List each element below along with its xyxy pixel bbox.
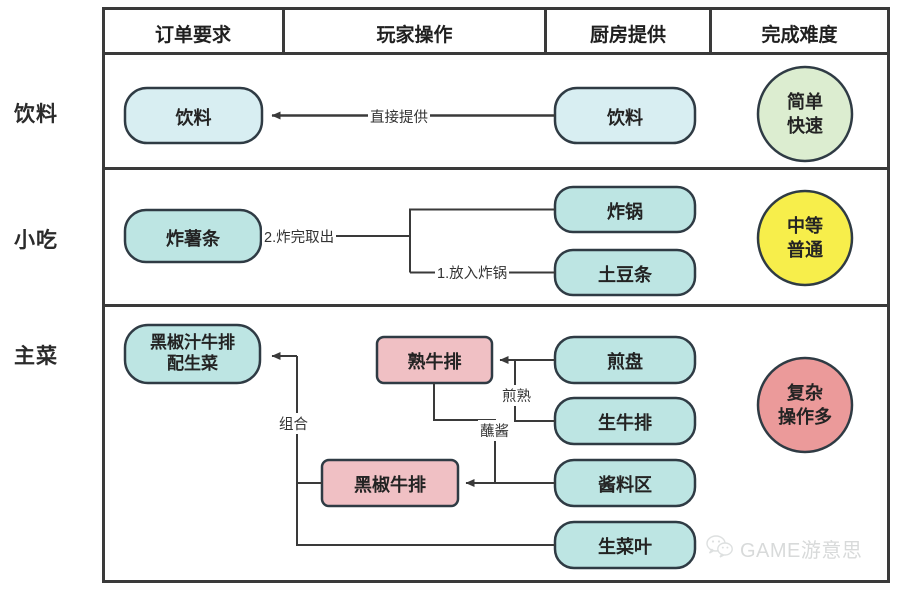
column-header-difficulty: 完成难度 [761,25,838,46]
node-main-raw-steak [553,396,697,446]
edge-main-raw-to-cooked [514,360,555,422]
node-snack-fryer [553,185,697,234]
watermark: GAME游意思 [706,534,862,563]
edge-label-main-fry: 煎熟 [500,385,533,406]
node-main-sauce [553,458,697,508]
wechat-icon [706,534,734,563]
node-snack-order [123,208,263,264]
edge-main-cooked-to-pepper [433,383,496,483]
edge-label-snack-step1: 1.放入炸锅 [435,262,510,283]
edge-main-lettuce-to-order [296,483,555,546]
node-main-cooked-steak [375,335,494,385]
node-drink-kitchen [553,86,697,145]
edge-label-main-dip: 蘸酱 [478,420,511,441]
node-main-pepper-steak [320,458,460,508]
edge-label-snack-step2: 2.炸完取出 [262,226,337,247]
row-label-drink: 饮料 [14,103,58,126]
difficulty-label-snack-line2: 普通 [787,240,823,260]
row-label-main: 主菜 [14,345,58,368]
difficulty-label-snack-line1: 中等 [787,216,823,236]
row-snack-shapes [123,185,854,297]
node-snack-potato [553,248,697,297]
watermark-text: GAME游意思 [740,540,863,562]
row-label-snack: 小吃 [14,229,58,252]
difficulty-label-main-line1: 复杂 [787,383,823,403]
column-header-player: 玩家操作 [376,25,453,46]
edge-label-main-combine: 组合 [277,413,310,434]
difficulty-circle-main [756,356,854,454]
difficulty-circle-drink [756,65,854,163]
column-header-kitchen: 厨房提供 [589,25,666,46]
difficulty-label-drink-line1: 简单 [787,92,823,112]
row-drink-shapes [123,65,854,163]
difficulty-label-main: 复杂 操作多 [758,381,852,429]
node-drink-order [123,86,264,145]
difficulty-label-snack: 中等 普通 [758,214,852,262]
table-grid [102,7,890,583]
difficulty-label-drink-line2: 快速 [787,116,823,136]
difficulty-label-main-line2: 操作多 [778,407,832,427]
column-header-order: 订单要求 [154,25,231,46]
node-main-lettuce [553,520,697,570]
edge-label-drink-direct: 直接提供 [368,106,430,127]
difficulty-circle-snack [756,189,854,287]
row-main-shapes [123,323,854,570]
node-main-order [123,323,262,385]
node-main-pan [553,335,697,385]
difficulty-label-drink: 简单 快速 [758,90,852,138]
